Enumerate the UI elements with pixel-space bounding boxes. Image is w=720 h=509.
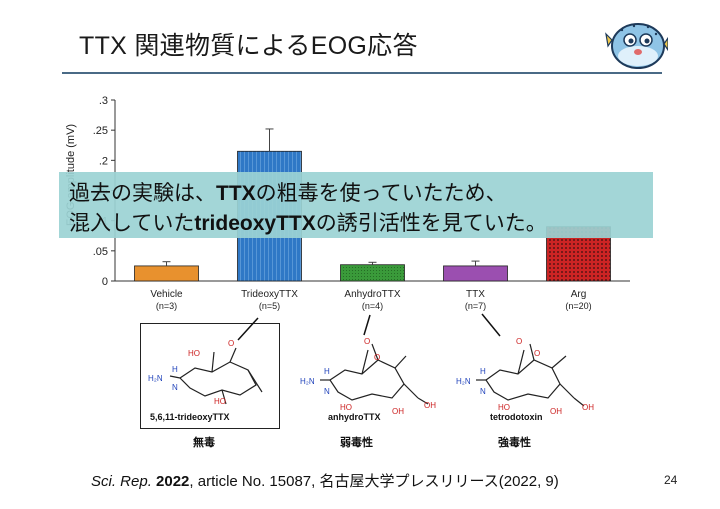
svg-text:HO: HO	[340, 403, 352, 412]
structure-name-trideoxyttx: 5,6,11-trideoxyTTX	[150, 412, 230, 422]
trideoxyttx-molecule-icon	[169, 347, 263, 405]
x-tick-label: Vehicle	[150, 289, 183, 300]
toxicity-label-trideoxyttx: 無毒	[193, 437, 215, 449]
structure-name-anhydrottx: anhydroTTX	[328, 412, 381, 422]
svg-text:HO: HO	[498, 403, 510, 412]
sample-size-label: (n=20)	[565, 301, 591, 311]
y-tick-label: .3	[99, 95, 108, 107]
callout-text: の誘引活性を見ていた。	[315, 212, 547, 235]
svg-text:OH: OH	[582, 403, 594, 412]
svg-text:H: H	[172, 365, 178, 374]
x-tick-label: Arg	[571, 289, 587, 300]
trideoxyttx-structure-box	[140, 323, 280, 429]
svg-text:H₂N: H₂N	[300, 377, 315, 386]
svg-text:OH: OH	[392, 407, 404, 416]
callout-text: 混入していた	[69, 212, 195, 235]
svg-text:HO: HO	[214, 397, 226, 406]
tetrodotoxin-molecule-icon	[476, 343, 585, 407]
y-tick-label: .2	[99, 155, 108, 167]
svg-text:O: O	[516, 337, 522, 346]
anhydrottx-molecule-icon	[320, 343, 429, 405]
svg-text:N: N	[324, 387, 330, 396]
callout-line-2: 混入していたtrideoxyTTXの誘引活性を見ていた。	[69, 207, 547, 237]
bar-anhydrottx	[340, 264, 405, 282]
callout-text: の粗毒を使っていたため、	[255, 182, 507, 205]
bar-vehicle	[134, 265, 199, 282]
svg-text:O: O	[374, 353, 380, 362]
svg-text:HO: HO	[188, 349, 200, 358]
callout-bold-text: trideoxyTTX	[194, 212, 316, 235]
title-rule	[62, 72, 662, 74]
toxicity-label-anhydrottx: 弱毒性	[340, 437, 373, 449]
svg-text:H₂N: H₂N	[456, 377, 471, 386]
page-number: 24	[664, 473, 678, 487]
sample-size-label: (n=3)	[156, 301, 177, 311]
svg-text:O: O	[534, 349, 540, 358]
pointer-line-1	[237, 317, 259, 341]
svg-text:N: N	[480, 387, 486, 396]
citation-journal: Sci. Rep.	[91, 473, 152, 490]
svg-text:O: O	[228, 339, 234, 348]
svg-text:H₂N: H₂N	[148, 374, 163, 383]
bar-ttx	[443, 265, 508, 282]
citation-year: 2022	[156, 473, 190, 490]
svg-text:N: N	[172, 383, 178, 392]
svg-text:H: H	[324, 367, 330, 376]
y-tick-label: 0	[102, 276, 108, 288]
citation: Sci. Rep. 2022, article No. 15087, 名古屋大学…	[91, 470, 559, 491]
sample-size-label: (n=5)	[259, 301, 280, 311]
callout-text: 過去の実験は、	[69, 182, 216, 205]
pointer-line-2	[363, 314, 371, 336]
slide-title: TTX 関連物質によるEOG応答	[79, 32, 418, 60]
x-tick-label: TrideoxyTTX	[241, 289, 298, 300]
svg-text:H: H	[480, 367, 486, 376]
callout-bold-text: TTX	[216, 182, 256, 205]
citation-rest: , article No. 15087, 名古屋大学プレスリリース(2022, …	[189, 473, 559, 490]
callout-overlay: 過去の実験は、TTXの粗毒を使っていたため、 混入していたtrideoxyTTX…	[59, 172, 653, 238]
y-tick-label: .05	[93, 246, 108, 258]
x-tick-label: TTX	[466, 289, 485, 300]
x-tick-label: AnhydroTTX	[344, 289, 400, 300]
pufferfish-logo-icon	[605, 23, 668, 69]
structure-name-tetrodotoxin: tetrodotoxin	[490, 412, 543, 422]
svg-text:O: O	[364, 337, 370, 346]
callout-line-1: 過去の実験は、TTXの粗毒を使っていたため、	[69, 177, 507, 207]
svg-text:OH: OH	[424, 401, 436, 410]
svg-text:OH: OH	[550, 407, 562, 416]
sample-size-label: (n=7)	[465, 301, 486, 311]
pointer-line-3	[481, 313, 501, 337]
toxicity-label-tetrodotoxin: 強毒性	[498, 437, 531, 449]
y-tick-label: .25	[93, 125, 108, 137]
sample-size-label: (n=4)	[362, 301, 383, 311]
